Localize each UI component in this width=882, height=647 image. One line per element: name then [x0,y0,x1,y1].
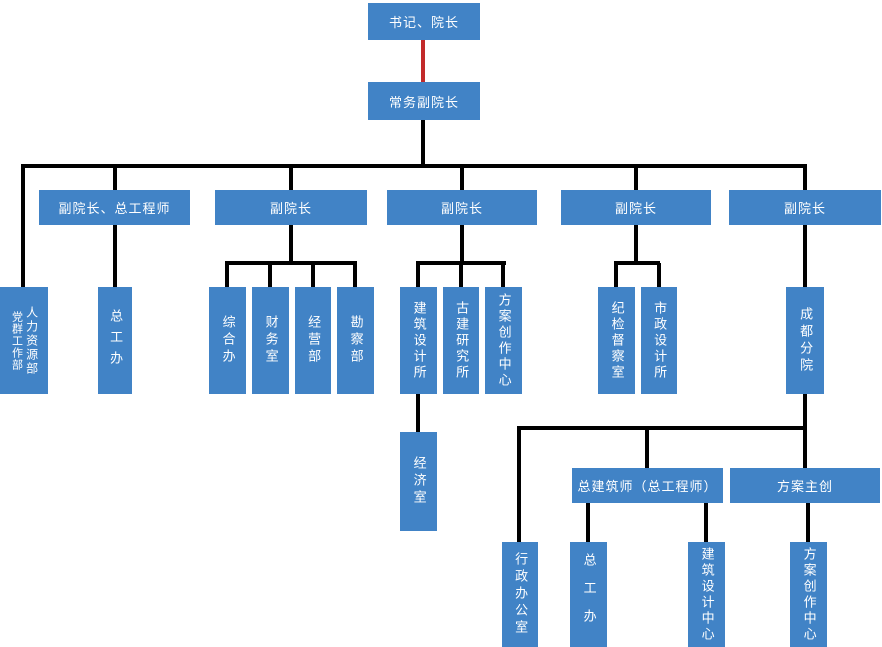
connector-to-economics-office [416,392,420,433]
org-node-operations-dept: 经营部 [295,287,331,394]
connector-drop-party-hr [21,166,25,287]
node-label: 总工办 [581,552,597,637]
node-label: 纪检督察室 [609,300,625,381]
connector-vd2-down [460,223,464,263]
org-node-scheme-lead: 方案主创 [730,468,880,503]
node-label: 经营部 [306,315,322,366]
connector-vd3-down [634,223,638,263]
org-node-vice-dean-2: 副院长 [387,190,537,225]
org-node-ancient-arch-institute: 古建研究所 [443,287,479,394]
org-node-chengdu-branch: 成都分院 [786,287,824,394]
connector-stub-general-office [225,263,229,288]
connector-drop-vice-dean-chief-engineer [113,166,117,192]
org-node-party-mass-hr: 党群工作部 人力资源部 [0,287,48,394]
org-node-scheme-creation-center-2: 方案创作中心 [790,542,827,647]
node-label: 副院长 [783,201,826,216]
node-label: 综合办 [220,315,236,366]
connector-stub-arch-design-center [704,501,708,543]
node-label: 副院长、总工程师 [58,201,171,216]
org-node-chief-architect: 总建筑师（总工程师） [572,468,723,503]
node-label: 成都分院 [798,306,814,375]
node-label: 方案创作中心 [801,546,817,643]
node-label: 方案创作中心 [496,292,512,389]
org-node-economics-office: 经济室 [400,432,437,531]
node-label: 古建研究所 [454,300,470,381]
node-label: 建筑设计中心 [699,546,715,643]
connector-stub-discipline-office [614,263,618,288]
org-node-municipal-design-institute: 市政设计所 [641,287,677,394]
node-label: 书记、院长 [388,15,459,30]
org-node-finance-office: 财务室 [252,287,289,394]
node-label: 行政办公室 [513,552,529,637]
org-node-secretary-dean: 书记、院长 [368,3,480,40]
node-label: 财务室 [263,315,279,366]
org-node-arch-design-institute: 建筑设计所 [400,287,437,394]
connector-stub-finance-office [268,263,272,288]
node-label: 市政设计所 [652,300,668,381]
node-label: 副院长 [614,201,657,216]
connector-drop-vice-dean-3 [634,166,638,192]
connector-drop-vice-dean-2 [460,166,464,192]
connector-drop-admin-office [517,428,521,543]
connector-exec-drop [421,118,425,168]
connector-drop-vice-dean-1 [289,166,293,192]
connector-vd3-horizontal [614,261,660,265]
connector-stub-scheme-creation-center [501,263,505,288]
org-node-survey-dept: 勘察部 [337,287,374,394]
node-label-hr: 人力资源部 [24,305,39,376]
node-label: 总工办 [108,309,124,372]
connector-chengdu-horizontal [517,426,807,430]
connector-chengdu-down [803,392,807,470]
connector-stub-survey-dept [353,263,357,288]
node-label: 勘察部 [348,315,364,366]
connector-stub-chief-engineer-office-2 [586,501,590,543]
connector-to-chief-engineer-office [113,223,117,287]
connector-stub-operations-dept [311,263,315,288]
connector-stub-arch-design-institute [416,263,420,288]
node-label: 副院长 [269,201,312,216]
connector-stub-municipal-design [657,263,661,288]
org-node-chief-engineer-office-2: 总工办 [570,542,607,647]
org-node-vice-dean-4: 副院长 [729,190,881,225]
connector-vd1-horizontal [225,261,357,265]
org-node-vice-dean-1: 副院长 [215,190,367,225]
connector-drop-chief-architect [645,428,649,469]
org-node-discipline-office: 纪检督察室 [598,287,635,394]
connector-stub-scheme-creation-center-2 [806,501,810,543]
node-label: 常务副院长 [388,94,459,110]
connector-vd1-down [289,223,293,263]
org-node-chief-engineer-office: 总工办 [98,287,132,394]
org-node-arch-design-center: 建筑设计中心 [688,542,725,647]
connector-main-horizontal [21,164,807,168]
node-label: 总建筑师（总工程师） [577,479,718,494]
node-label-party-mass: 党群工作部 [10,310,23,371]
org-node-exec-vice-dean: 常务副院长 [368,82,480,120]
node-label: 方案主创 [776,479,833,494]
org-node-vice-dean-3: 副院长 [561,190,711,225]
connector-vd4-to-chengdu [803,223,807,288]
org-node-admin-office: 行政办公室 [502,542,538,647]
connector-stub-ancient-arch-institute [459,263,463,288]
node-label: 建筑设计所 [411,300,427,381]
node-label: 经济室 [411,456,427,507]
org-node-scheme-creation-center: 方案创作中心 [485,287,522,394]
connector-secretary-to-exec [421,40,425,82]
connector-drop-vice-dean-4 [803,166,807,192]
org-node-general-office: 综合办 [209,287,246,394]
org-node-vice-dean-chief-engineer: 副院长、总工程师 [39,190,190,225]
node-label: 副院长 [440,201,483,216]
